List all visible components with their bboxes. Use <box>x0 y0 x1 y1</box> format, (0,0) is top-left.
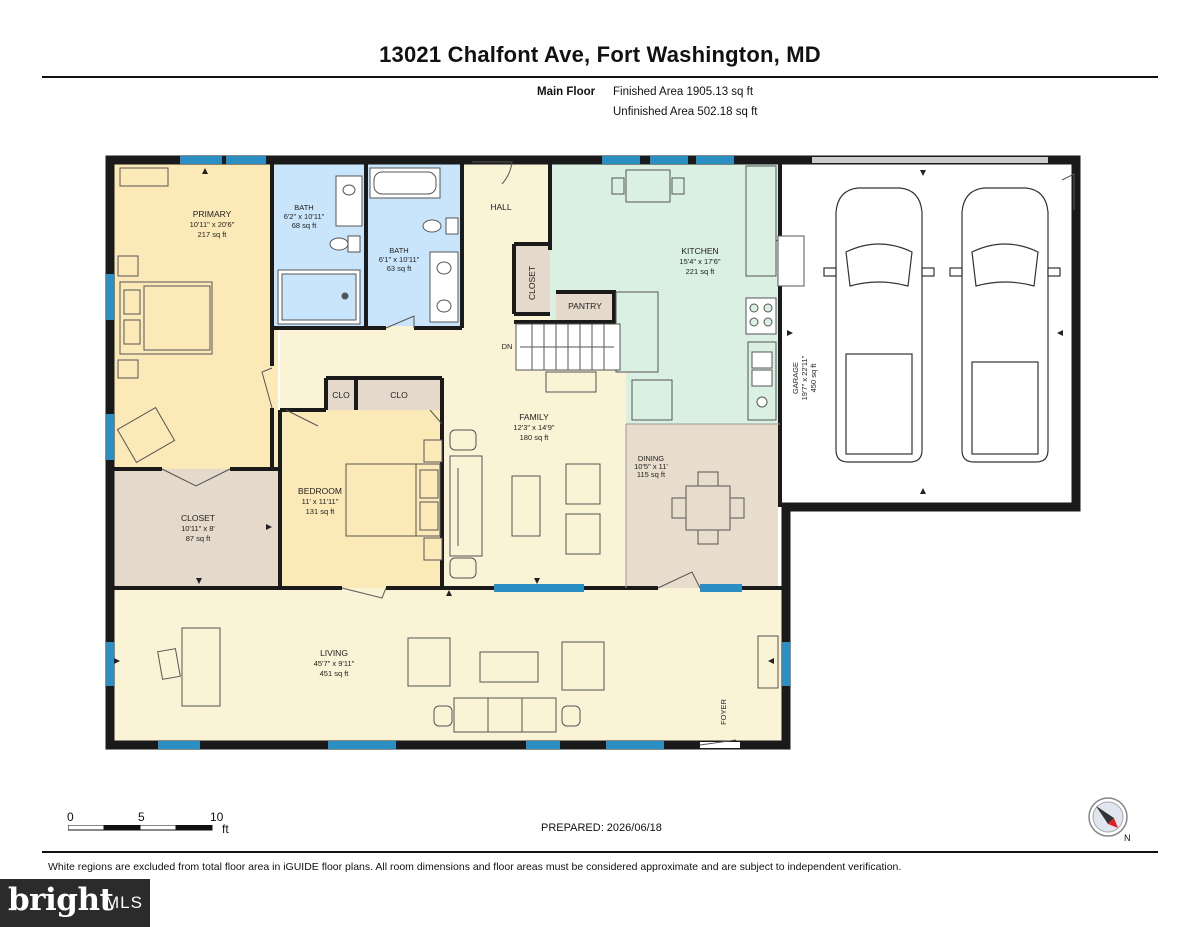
bright-mls-logo: bright MLS <box>0 879 150 927</box>
dining-area: 115 sq ft <box>637 470 666 479</box>
family-dims: 12'3" x 14'9" <box>513 423 554 432</box>
closet-small-label: CLOSET <box>527 266 537 300</box>
floor-plan: PRIMARY 10'11" x 20'6" 217 sq ft BATH 6'… <box>105 155 1081 750</box>
unfinished-area: Unfinished Area 502.18 sq ft <box>613 106 758 118</box>
plan-title: 13021 Chalfont Ave, Fort Washington, MD <box>379 42 821 67</box>
floor-label: Main Floor <box>537 86 596 98</box>
room-divider-lines <box>625 423 780 588</box>
small-closet-fill <box>514 244 550 314</box>
finished-area: Finished Area 1905.13 sq ft <box>613 86 754 98</box>
hall-label: HALL <box>490 202 512 212</box>
living-label: LIVING <box>320 648 348 658</box>
dining-dims: 10'5" x 11' <box>634 462 668 471</box>
disclaimer-text: White regions are excluded from total fl… <box>48 861 902 873</box>
bath1-dims: 6'2" x 10'11" <box>284 212 325 221</box>
closet-area: 87 sq ft <box>186 534 212 543</box>
stairs <box>515 323 621 393</box>
scale-bar <box>68 825 213 831</box>
bedroom-dims: 11' x 11'11" <box>302 497 339 506</box>
bedroom-area: 131 sq ft <box>306 507 336 516</box>
kitchen-area: 221 sq ft <box>686 267 716 276</box>
primary-area: 217 sq ft <box>198 230 228 239</box>
kitchen-fixtures <box>611 165 805 421</box>
scale-tick-5: 5 <box>138 810 145 824</box>
pantry-label: PANTRY <box>568 301 602 311</box>
closet-room <box>114 469 278 588</box>
garage-label: GARAGE <box>791 362 800 394</box>
bath2-area: 63 sq ft <box>387 264 413 273</box>
windows <box>106 156 790 749</box>
closet-dims: 10'11" x 8' <box>181 524 215 533</box>
primary-dims: 10'11" x 20'6" <box>190 220 235 229</box>
bath2-fixtures <box>369 167 459 323</box>
foyer-label: FOYER <box>719 699 728 725</box>
prepared-date: PREPARED: 2026/06/18 <box>541 822 662 834</box>
pantry-fill <box>556 292 614 320</box>
scale-tick-0: 0 <box>67 810 74 824</box>
scale-unit: ft <box>222 822 229 836</box>
family-area: 180 sq ft <box>520 433 550 442</box>
scale-tick-10: 10 <box>210 810 224 824</box>
dn-label: DN <box>502 342 513 351</box>
bath1-label: BATH <box>294 203 313 212</box>
living-furniture <box>157 627 779 733</box>
compass-north-label: N <box>1124 833 1131 843</box>
opening-markers <box>114 168 1063 664</box>
bath2-dims: 6'1" x 10'11" <box>379 255 420 264</box>
closet-label: CLOSET <box>181 513 215 523</box>
bedroom-label: BEDROOM <box>298 486 342 496</box>
dining-table <box>671 471 745 545</box>
family-furniture <box>449 429 601 579</box>
clo1-label: CLO <box>332 390 350 400</box>
primary-furniture <box>116 167 213 464</box>
garage-cars <box>823 187 1061 463</box>
compass-icon: N <box>1088 797 1131 843</box>
logo-sub-text: MLS <box>105 893 143 912</box>
clo2-label: CLO <box>390 390 408 400</box>
bath1-area: 68 sq ft <box>292 221 318 230</box>
exterior-walls <box>105 155 1081 750</box>
family-label: FAMILY <box>519 412 549 422</box>
living-dims: 45'7" x 9'11" <box>314 659 355 668</box>
garage-dims: 19'7" x 22'11" <box>800 355 809 400</box>
logo-main-text: bright <box>8 882 114 918</box>
clo-closets <box>326 378 442 410</box>
bath1-fixtures <box>277 175 363 325</box>
header-divider <box>42 76 1158 78</box>
garage-area: 450 sq ft <box>809 363 818 393</box>
kitchen-dims: 15'4" x 17'6" <box>679 257 720 266</box>
footer-divider <box>42 851 1158 853</box>
bath2-label: BATH <box>389 246 408 255</box>
bedroom-bed <box>345 439 443 561</box>
dining-label: DINING <box>638 454 664 463</box>
primary-label: PRIMARY <box>193 209 232 219</box>
kitchen-label: KITCHEN <box>681 246 718 256</box>
living-area: 451 sq ft <box>320 669 350 678</box>
